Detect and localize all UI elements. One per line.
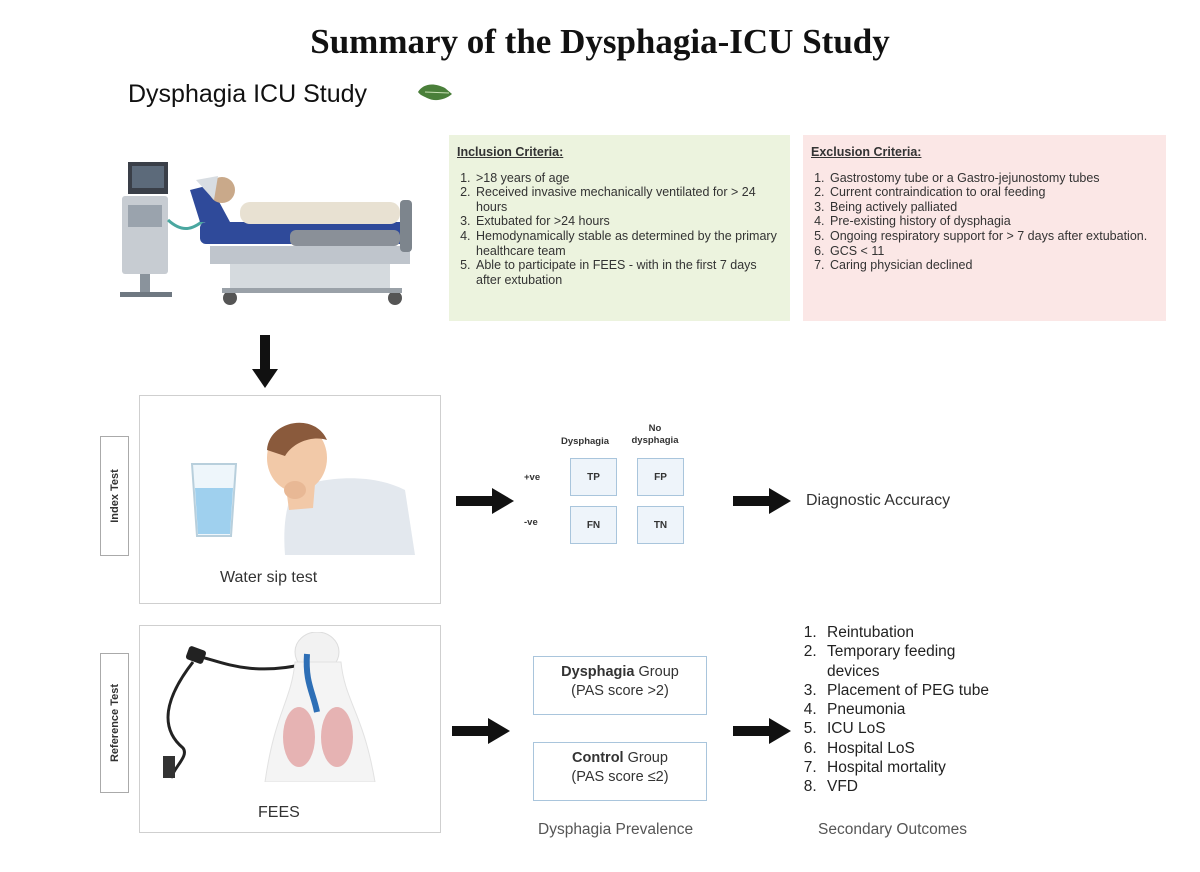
control-group-bold: Control xyxy=(572,750,624,766)
exclusion-criteria-box: Exclusion Criteria: Gastrostomy tube or … xyxy=(803,135,1166,321)
inclusion-item: Extubated for >24 hours xyxy=(474,214,784,229)
outcome-item: ICU LoS xyxy=(821,719,1001,738)
inclusion-item: Able to participate in FEES - with in th… xyxy=(474,258,784,287)
secondary-outcomes-list: Reintubation Temporary feeding devices P… xyxy=(796,623,1001,797)
matrix-col-dysphagia-label: dysphagia xyxy=(631,435,679,446)
exclusion-item: Current contraindication to oral feeding xyxy=(828,185,1160,200)
exclusion-item: GCS < 11 xyxy=(828,244,1160,259)
exclusion-item: Gastrostomy tube or a Gastro-jejunostomy… xyxy=(828,171,1160,186)
matrix-row-negative: -ve xyxy=(524,517,538,528)
exclusion-item: Being actively palliated xyxy=(828,200,1160,215)
coughing-person-illustration xyxy=(267,422,415,555)
exclusion-item: Caring physician declined xyxy=(828,258,1160,273)
down-arrow-icon xyxy=(252,335,278,388)
study-subtitle: Dysphagia ICU Study xyxy=(128,80,368,108)
matrix-cell-fn: FN xyxy=(570,506,617,544)
outcome-item: Pneumonia xyxy=(821,700,1001,719)
diagnostic-accuracy-label: Diagnostic Accuracy xyxy=(806,492,951,509)
inclusion-heading: Inclusion Criteria: xyxy=(457,145,564,159)
outcome-item: Temporary feeding devices xyxy=(821,642,1001,681)
outcome-item: Hospital LoS xyxy=(821,739,1001,758)
matrix-col-no-dysphagia: No dysphagia xyxy=(623,423,687,447)
matrix-cell-tn: TN xyxy=(637,506,684,544)
exclusion-item: Pre-existing history of dysphagia xyxy=(828,214,1160,229)
matrix-row-positive: +ve xyxy=(524,472,541,483)
right-arrow-icon xyxy=(733,488,791,514)
control-group-box: Control Group (PAS score ≤2) xyxy=(533,742,707,801)
secondary-outcomes-caption: Secondary Outcomes xyxy=(818,821,968,838)
leaf-icon xyxy=(418,84,452,101)
inclusion-item: >18 years of age xyxy=(474,171,784,186)
reference-test-label: Reference Test xyxy=(108,683,121,763)
exclusion-item: Ongoing respiratory support for > 7 days… xyxy=(828,229,1160,244)
icu-bed-illustration xyxy=(120,162,412,305)
right-arrow-icon xyxy=(733,718,791,744)
water-sip-caption: Water sip test xyxy=(220,569,318,586)
outcome-item: Reintubation xyxy=(821,623,1001,642)
control-group-score: (PAS score ≤2) xyxy=(571,769,669,785)
inclusion-item: Hemodynamically stable as determined by … xyxy=(474,229,784,258)
airway-lungs-illustration xyxy=(264,632,376,782)
exclusion-heading: Exclusion Criteria: xyxy=(811,145,922,159)
page-title: Summary of the Dysphagia-ICU Study xyxy=(310,22,890,61)
matrix-col-dysphagia: Dysphagia xyxy=(560,436,610,447)
reference-test-tab: Reference Test xyxy=(100,653,129,793)
water-glass-icon xyxy=(190,463,238,537)
dysphagia-group-box: Dysphagia Group (PAS score >2) xyxy=(533,656,707,715)
control-group-rest: Group xyxy=(623,750,668,766)
matrix-col-no-label: No xyxy=(648,423,662,434)
dysphagia-group-title: Dysphagia Group xyxy=(534,663,706,682)
outcome-item: VFD xyxy=(821,777,1001,796)
fees-caption: FEES xyxy=(258,804,300,821)
endoscope-illustration xyxy=(163,646,306,779)
matrix-cell-fp: FP xyxy=(637,458,684,496)
inclusion-criteria-box: Inclusion Criteria: >18 years of age Rec… xyxy=(449,135,790,321)
control-group-title: Control Group xyxy=(534,749,706,768)
dysphagia-group-score: (PAS score >2) xyxy=(571,683,669,699)
outcome-item: Placement of PEG tube xyxy=(821,681,1001,700)
matrix-cell-tp: TP xyxy=(570,458,617,496)
right-arrow-icon xyxy=(456,488,514,514)
index-test-label: Index Test xyxy=(108,469,121,523)
right-arrow-icon xyxy=(452,718,510,744)
dysphagia-group-bold: Dysphagia xyxy=(561,664,635,680)
outcome-item: Hospital mortality xyxy=(821,758,1001,777)
inclusion-item: Received invasive mechanically ventilate… xyxy=(474,185,784,214)
dysphagia-group-rest: Group xyxy=(634,664,679,680)
dysphagia-prevalence-caption: Dysphagia Prevalence xyxy=(538,821,694,838)
index-test-tab: Index Test xyxy=(100,436,129,556)
